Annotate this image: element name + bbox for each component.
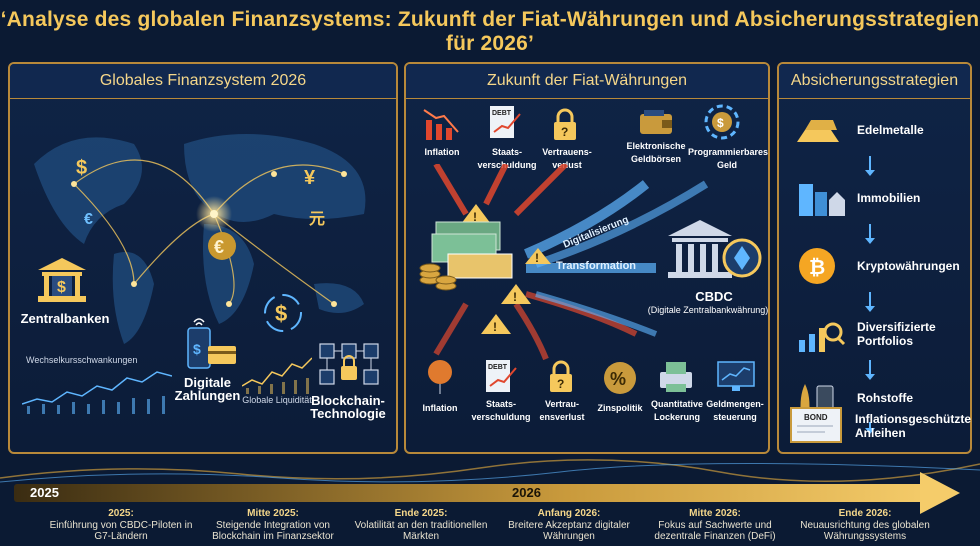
page-title: ‘Analyse des globalen Finanzsystems: Zuk… — [0, 8, 980, 55]
phone-payment-icon: $ — [187, 318, 236, 369]
debt-doc-bottom-icon: DEBT — [486, 360, 517, 392]
bond-text: BOND — [804, 413, 828, 422]
strategy-label: Rohstoffe — [857, 391, 913, 405]
timeline-wave-graphic — [0, 459, 980, 483]
top-label-programmierbares-geld: Programmierbares Geld — [688, 147, 769, 170]
strategy-label: Inflationsgeschützte Anleihen — [855, 412, 972, 440]
portfolio-chart-icon — [799, 322, 846, 352]
panel-title-global: Globales Finanzsystem 2026 — [10, 64, 396, 99]
year-2025: 2025 — [30, 485, 59, 500]
bottom-label-inflation: Inflation — [422, 403, 458, 413]
liquidity-chart-icon — [242, 357, 312, 394]
bottom-label-quantitative-lockerung: Quantitative Lockerung — [650, 399, 703, 422]
debt-text-bottom: DEBT — [488, 364, 508, 371]
programmable-money-icon: $ — [704, 104, 740, 140]
label-blockchain: Blockchain-Technologie — [310, 393, 386, 421]
flow-arrows-graphic: !!!! — [433, 164, 709, 361]
strategy-arrow — [865, 224, 875, 244]
bottom-label-geldmengensteuerung: Geldmengen-steuerung — [706, 399, 764, 422]
cbdc-bank-icon — [668, 220, 762, 278]
timeline-bar — [14, 484, 934, 502]
svg-text:$: $ — [717, 116, 724, 130]
svg-text:€: € — [214, 237, 224, 257]
world-map-icon: $ € ¥ 元 € — [34, 134, 366, 344]
bottom-label-staatsverschuldung: Staats-verschuldung — [471, 399, 531, 422]
strategy-edelmetalle: Edelmetalle — [791, 108, 963, 152]
exchange-cycle-icon: $ — [264, 294, 302, 332]
strategy-anleihen: BOND Inflationsgeschützte Anleihen — [789, 404, 971, 448]
wallet-icon — [640, 110, 672, 134]
label-cbdc-sub: (Digitale Zentralbankwährung) — [647, 305, 769, 315]
timeline-arrowhead — [920, 472, 960, 514]
label-wechselkurs: Wechselkursschwankungen — [26, 355, 138, 365]
svg-text:?: ? — [557, 377, 564, 391]
panel-hedging: Absicherungsstrategien Edelmetalle Immob… — [777, 62, 972, 454]
svg-text:!: ! — [535, 251, 539, 265]
gold-bars-icon — [797, 120, 839, 142]
panel-global-system: Globales Finanzsystem 2026 $ € ¥ 元 € $ Z… — [8, 62, 398, 454]
monitor-chart-icon — [717, 361, 755, 391]
strategy-krypto: ₿ Kryptowährungen — [791, 244, 963, 288]
svg-text:!: ! — [513, 290, 517, 304]
label-digitale-zahlungen: Digitale Zahlungen — [174, 375, 241, 403]
strategy-arrow — [865, 422, 875, 434]
inflation-chart-icon — [423, 109, 459, 140]
svg-text:€: € — [84, 211, 93, 228]
label-transformation: Transformation — [555, 260, 637, 272]
year-2026: 2026 — [512, 485, 541, 500]
fx-chart-icon — [22, 371, 172, 414]
strategy-arrow — [865, 156, 875, 176]
svg-text:₿: ₿ — [809, 257, 825, 279]
panel-title-fiat: Zukunft der Fiat-Währungen — [406, 64, 768, 99]
svg-text:?: ? — [561, 125, 568, 139]
trust-lock-icon: ? — [554, 108, 576, 140]
label-cbdc: CBDC — [695, 289, 733, 304]
svg-text:$: $ — [275, 301, 287, 326]
bitcoin-icon: ₿ — [799, 248, 835, 284]
timeline: 2025 2026 2025:Einführung von CBDC-Pilot… — [0, 456, 980, 546]
strategy-label: Kryptowährungen — [857, 259, 960, 273]
debt-doc-icon: DEBT — [490, 106, 521, 138]
svg-text:$: $ — [57, 279, 66, 296]
svg-text:!: ! — [493, 320, 497, 334]
top-label-elektronische-geldboersen: Elektronische Geldbörsen — [626, 141, 686, 164]
balloon-icon — [428, 360, 452, 394]
label-zentralbanken: Zentralbanken — [20, 311, 110, 326]
timeline-event: Mitte 2025:Steigende Integration von Blo… — [212, 508, 334, 542]
strategy-label: Edelmetalle — [857, 123, 924, 137]
panel-fiat-future: Zukunft der Fiat-Währungen Inflation DEB… — [404, 62, 770, 454]
timeline-event: 2025:Einführung von CBDC-Piloten in G7-L… — [49, 508, 193, 542]
strategy-arrow — [865, 292, 875, 312]
strategy-immobilien: Immobilien — [791, 176, 963, 220]
debt-text: DEBT — [492, 110, 512, 117]
bank-icon: $ — [38, 258, 86, 302]
timeline-event: Mitte 2026:Fokus auf Sachwerte und dezen… — [654, 508, 776, 542]
timeline-event: Anfang 2026:Breitere Akzeptanz digitaler… — [508, 508, 630, 542]
strategy-portfolios: Diversifizierte Portfolios — [791, 312, 963, 356]
trust-lock-bottom-icon: ? — [550, 360, 572, 392]
strategy-arrow — [865, 360, 875, 380]
svg-text:!: ! — [473, 210, 477, 224]
strategy-label: Immobilien — [857, 191, 921, 205]
blockchain-icon — [319, 343, 379, 385]
timeline-event: Ende 2025:Volatilität an den traditionel… — [354, 508, 488, 542]
svg-text:$: $ — [76, 157, 87, 179]
svg-text:元: 元 — [309, 211, 325, 228]
top-label-inflation: Inflation — [424, 147, 460, 157]
panel-title-hedging: Absicherungsstrategien — [779, 64, 970, 99]
bottom-label-vertrauensverlust: Vertrau-ensverlust — [539, 399, 585, 422]
svg-text:$: $ — [193, 341, 201, 357]
timeline-event: Ende 2026:Neuausrichtung des globalen Wä… — [800, 508, 930, 542]
printer-icon — [660, 362, 692, 392]
money-stack-icon — [419, 221, 513, 291]
buildings-icon — [799, 184, 845, 216]
svg-text:%: % — [610, 369, 626, 389]
interest-rate-icon: % — [604, 362, 636, 394]
strategy-label: Diversifizierte Portfolios — [857, 320, 936, 348]
bottom-label-zinspolitik: Zinspolitik — [597, 403, 643, 413]
label-globale-liquiditaet: Globale Liquidität — [242, 395, 312, 405]
svg-text:¥: ¥ — [304, 167, 316, 189]
bond-certificate-icon: BOND — [790, 407, 842, 443]
